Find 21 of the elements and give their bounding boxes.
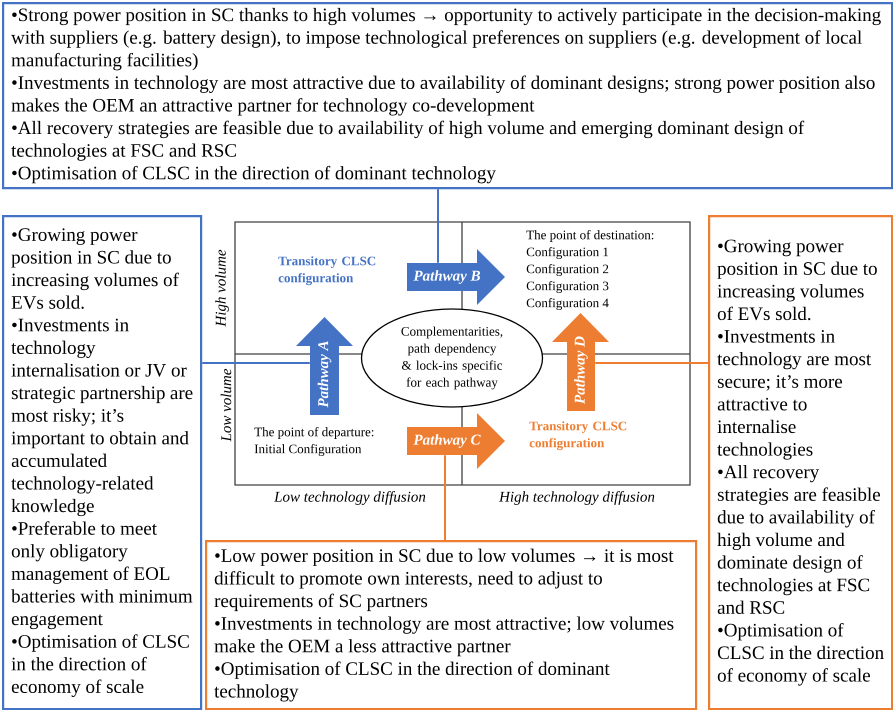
quadrant-label: Configuration 3 [526, 281, 608, 293]
axis-label: High technology diffusion [498, 491, 654, 505]
connector-line [437, 189, 439, 263]
connector-line [202, 362, 310, 364]
quadrant-label: The point of destination: [526, 230, 654, 242]
quadrant-label: Configuration 4 [526, 298, 609, 310]
quadrant-label: Transitory CLSC configuration [529, 421, 626, 450]
quadrant-label: Initial Configuration [254, 444, 362, 456]
text-box: •Growing power position in SC due to increasing volumes of EVs sold. •Investments in technology are most secure; it’s more attractive to internalise technologies •All recovery strategies are feasible due to availability of high volume and dominate design of technologies at FSC and RSC •Optimisation of CLSC in the direction of economy of scale [708, 215, 893, 710]
text-box: •Low power position in SC due to low volumes → it is most difficult to promote own interests, need to adjust to requirements of SC partners •Investments in technology are most attractive; low volumes make the OEM a less attractive partner •Optimisation of CLSC in the direction of dominant technology [205, 540, 698, 710]
connector-line [595, 362, 708, 364]
axis-label: High volume [215, 250, 229, 327]
axis-label: Low technology diffusion [274, 491, 426, 505]
quadrant-label: Configuration 1 [526, 247, 608, 259]
text-box: •Strong power position in SC thanks to high volumes → opportunity to actively participate in the decision-making with suppliers (e.g. battery design), to impose technological preferences on suppliers (e.g. development of local manufacturing facilities) •Investments in technology are most attractive due to availability of dominant designs; strong power position also makes the OEM an attractive partner for technology co-development •All recovery strategies are feasible due to availability of high volume and emerging dominant design of technologies at FSC and RSC •Optimisation of CLSC in the direction of dominant technology [2, 2, 893, 190]
connector-line [444, 455, 446, 540]
quadrant-label: The point of departure: [254, 427, 374, 439]
quadrant-label: Transitory CLSC configuration [278, 256, 376, 286]
axis-label: Low volume [220, 368, 232, 442]
text-box: •Growing power position in SC due to increasing volumes of EVs sold. •Investments in technology internalisation or JV or strategic partnership are most risky; it’s important to obtain and accumulated technology-related knowledge •Preferable to meet only obligatory management of EOL batteries with minimum engagement •Optimisation of CLSC in the direction of economy of scale [2, 215, 202, 710]
quadrant-label: Configuration 2 [526, 264, 608, 276]
